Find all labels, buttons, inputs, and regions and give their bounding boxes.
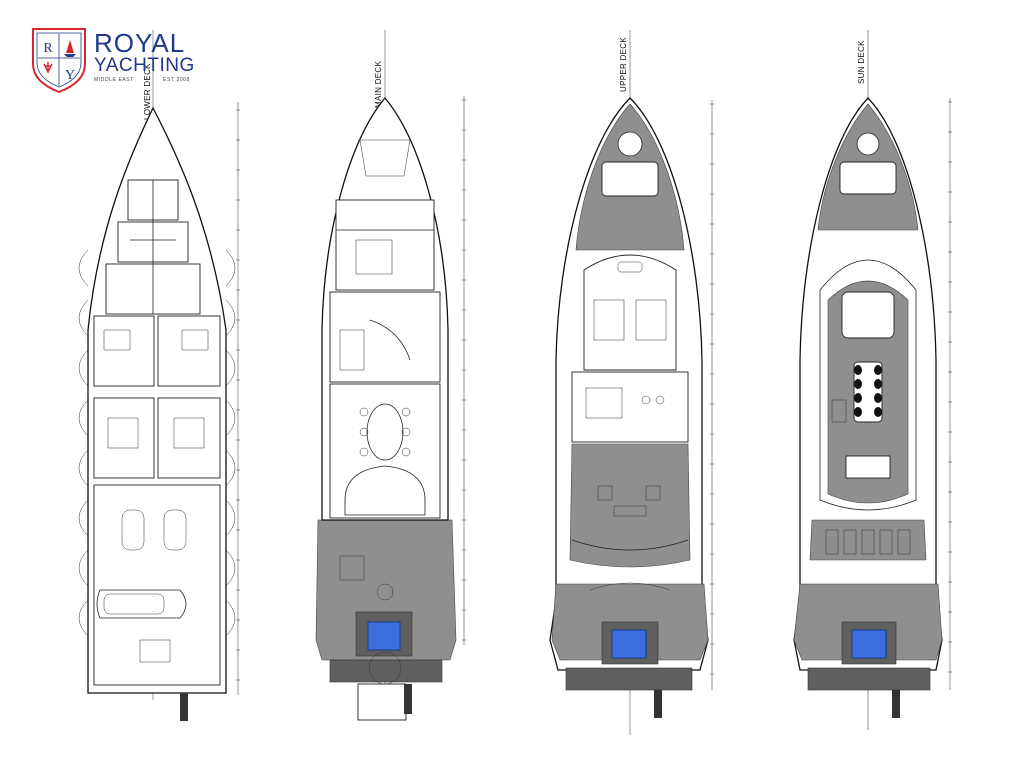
upper-deck-wheelhouse xyxy=(583,254,677,371)
main-deck-galley xyxy=(329,291,441,383)
main-deck-swim-platform xyxy=(329,659,443,683)
main-deck-ruler xyxy=(462,96,466,645)
lower-deck-label: LOWER DECK xyxy=(143,63,152,120)
main-deck-plan: MAIN DECK xyxy=(315,30,466,721)
lower-deck-garage xyxy=(93,484,221,686)
sun-deck-label: SUN DECK xyxy=(857,40,866,84)
upper-deck-swim-platform xyxy=(565,667,693,691)
lower-deck-crew-area xyxy=(105,179,201,315)
lower-deck-side-arcs xyxy=(78,249,236,637)
brand-wordmark: ROYAL YACHTING MIDDLE EAST EST 2008 xyxy=(94,30,195,83)
dining-table xyxy=(366,403,404,461)
upper-deck-ladder xyxy=(654,690,662,718)
sun-deck-ruler xyxy=(948,98,952,690)
lower-deck-ruler xyxy=(236,102,240,695)
sun-deck-bar xyxy=(845,455,891,479)
brand-region: MIDDLE EAST xyxy=(94,77,134,83)
sun-deck-chairs xyxy=(854,365,882,417)
brand-name-line1: ROYAL xyxy=(94,28,186,58)
lower-deck-plan: LOWER DECK xyxy=(78,30,240,721)
sun-deck-loungers xyxy=(825,529,911,555)
lower-deck-ladder xyxy=(180,693,188,721)
sun-deck-hardtop-outline xyxy=(819,259,917,511)
main-deck-master-suite xyxy=(335,199,435,291)
brand-tagline: MIDDLE EAST EST 2008 xyxy=(94,77,190,83)
sun-deck-ladder xyxy=(892,690,900,718)
logo-monogram-y: Y xyxy=(65,68,75,83)
sun-deck-spa-pad xyxy=(841,291,895,339)
sun-deck-dining-table xyxy=(853,361,883,423)
upper-deck-label: UPPER DECK xyxy=(619,37,628,92)
upper-deck-bow-seating xyxy=(617,131,643,157)
sun-deck-swim-platform xyxy=(807,667,931,691)
upper-deck-fore-sunpad xyxy=(601,161,659,197)
upper-deck-pool xyxy=(611,629,647,659)
brand-established: EST 2008 xyxy=(163,77,190,83)
logo-monogram-r: R xyxy=(43,41,53,56)
sail-icon xyxy=(66,40,74,53)
main-deck-ladder xyxy=(404,684,412,714)
sun-deck-pool xyxy=(851,629,887,659)
main-deck-salon xyxy=(329,383,441,519)
main-deck-pool xyxy=(367,621,401,651)
main-deck-passerelle xyxy=(357,683,407,721)
salon-sofa xyxy=(344,465,426,516)
main-deck-aft-teak xyxy=(315,519,457,661)
sun-deck-plan: SUN DECK xyxy=(793,30,952,730)
tender-boat xyxy=(96,589,187,619)
sun-deck-lounger-row xyxy=(809,519,927,561)
brand-name-line2: YACHTING xyxy=(94,55,195,76)
upper-deck-plan: UPPER DECK xyxy=(549,30,714,735)
sun-deck-fore-sunpad xyxy=(839,161,897,195)
main-deck-sunpad xyxy=(339,555,365,581)
lower-deck-guest-cabins xyxy=(93,315,221,479)
upper-deck-ruler xyxy=(710,100,714,690)
royal-yachting-shield-logo: R Y xyxy=(32,28,86,94)
upper-deck-sky-lounge xyxy=(571,371,689,443)
main-deck-label: MAIN DECK xyxy=(374,60,383,108)
main-deck-foredeck-hatch xyxy=(359,139,411,177)
upper-deck-aft-teak xyxy=(569,443,691,568)
